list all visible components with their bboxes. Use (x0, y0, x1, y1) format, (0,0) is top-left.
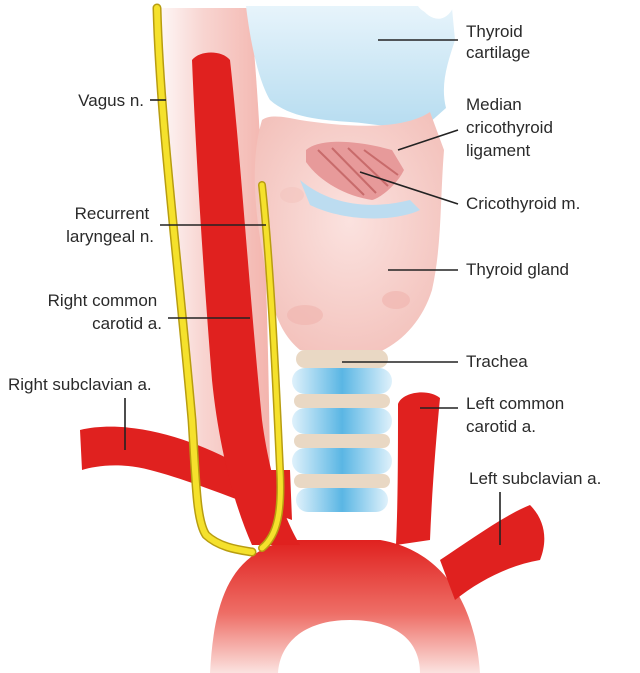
left-common-carotid-artery (396, 392, 440, 545)
label-trachea: Trachea (466, 352, 528, 371)
gland-highlight (382, 291, 410, 309)
thyroid-cartilage-shape (246, 6, 455, 127)
label-recurrent-laryngeal-nerve: Recurrent laryngeal n. (66, 204, 154, 246)
trachea-rings (292, 350, 392, 512)
label-vagus-nerve: Vagus n. (78, 91, 144, 110)
label-right-subclavian: Right subclavian a. (8, 375, 152, 394)
gland-highlight (280, 187, 304, 203)
label-left-common-carotid: Left common carotid a. (466, 394, 569, 436)
label-thyroid-gland: Thyroid gland (466, 260, 569, 279)
aortic-arch (210, 540, 480, 673)
label-left-subclavian: Left subclavian a. (469, 469, 601, 488)
label-thyroid-cartilage: Thyroid cartilage (466, 22, 530, 62)
gland-highlight (287, 305, 323, 325)
label-median-cricothyroid-ligament: Median cricothyroid ligament (466, 95, 558, 160)
label-right-common-carotid: Right common carotid a. (48, 291, 162, 333)
label-cricothyroid-muscle: Cricothyroid m. (466, 194, 580, 213)
left-subclavian-artery (440, 505, 544, 600)
